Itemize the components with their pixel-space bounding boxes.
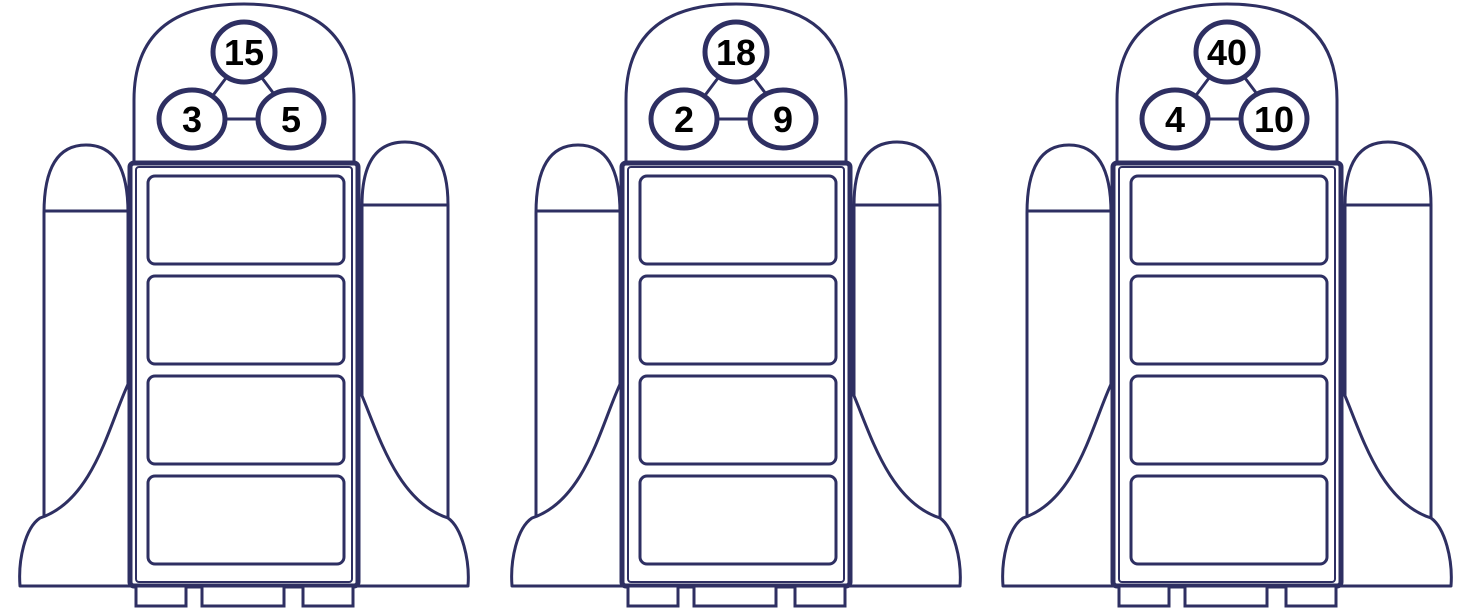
engine-nozzle-1 (1119, 586, 1169, 606)
answer-box-2[interactable] (1131, 276, 1327, 364)
right-number: 5 (281, 99, 301, 140)
engine-nozzle-2 (202, 586, 284, 606)
answer-box-2[interactable] (148, 276, 344, 364)
top-number: 15 (224, 32, 264, 73)
answer-box-1[interactable] (1131, 176, 1327, 264)
answer-box-1[interactable] (640, 176, 836, 264)
answer-box-2[interactable] (640, 276, 836, 364)
engine-nozzle-1 (628, 586, 678, 606)
rocket-3: 40 4 10 (1003, 4, 1452, 606)
answer-box-4[interactable] (1131, 476, 1327, 564)
engine-nozzle-2 (1185, 586, 1267, 606)
answer-box-4[interactable] (148, 476, 344, 564)
left-number: 4 (1165, 99, 1185, 140)
answer-box-4[interactable] (640, 476, 836, 564)
answer-box-3[interactable] (640, 376, 836, 464)
engine-nozzle-3 (1286, 586, 1336, 606)
top-number: 18 (716, 32, 756, 73)
left-number: 3 (182, 99, 202, 140)
right-number: 10 (1254, 99, 1294, 140)
engine-nozzle-3 (303, 586, 353, 606)
answer-box-3[interactable] (148, 376, 344, 464)
engine-nozzle-3 (795, 586, 845, 606)
engine-nozzle-1 (136, 586, 186, 606)
answer-box-1[interactable] (148, 176, 344, 264)
left-number: 2 (674, 99, 694, 140)
top-number: 40 (1207, 32, 1247, 73)
answer-box-3[interactable] (1131, 376, 1327, 464)
engine-nozzle-2 (694, 586, 776, 606)
right-number: 9 (773, 99, 793, 140)
